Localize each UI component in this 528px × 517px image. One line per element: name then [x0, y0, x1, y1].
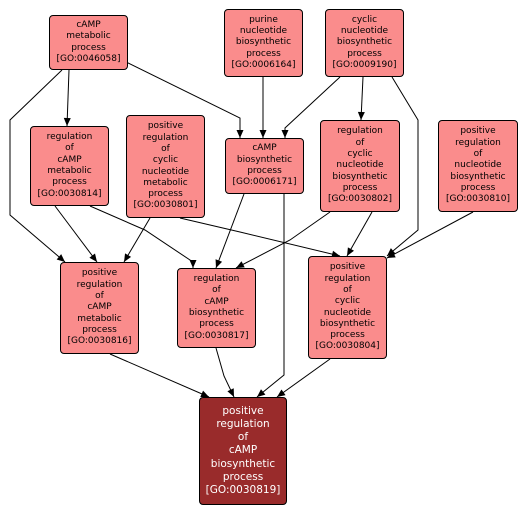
- go-node-regulation-of-camp-biosynthetic-process[interactable]: regulation of cAMP biosynthetic process …: [177, 268, 256, 348]
- edge-positive-regulation-of-cyclic-nucleotide-metabolic->positive-regulation-of-cAMP-metabolic: [123, 217, 151, 263]
- node-go-id: [GO:0006171]: [232, 177, 297, 188]
- arrowhead: [227, 388, 234, 397]
- arrowhead: [347, 247, 354, 256]
- edge-regulation-of-cAMP-metabolic->regulation-of-cAMP-biosynthetic: [89, 205, 197, 268]
- arrowhead: [236, 130, 244, 138]
- arrowhead: [281, 130, 289, 138]
- arrowhead: [277, 389, 286, 397]
- node-label: positive regulation of cyclic nucleotide…: [319, 262, 376, 341]
- node-label: cAMP metabolic process: [66, 19, 111, 53]
- node-label: purine nucleotide biosynthetic process: [235, 14, 292, 59]
- edge-cyclic-nucleotide-biosynthetic->regulation-of-cyclic-nucleotide-biosynthetic: [357, 76, 365, 121]
- arrowhead: [215, 259, 223, 268]
- node-go-id: [GO:0046058]: [56, 53, 121, 64]
- node-go-id: [GO:0030816]: [67, 336, 132, 347]
- arrowhead: [189, 260, 197, 268]
- node-go-id: [GO:0030801]: [133, 200, 198, 211]
- node-go-id: [GO:0006164]: [231, 59, 296, 70]
- edge-cyclic-nucleotide-biosynthetic->cAMP-biosynthetic: [281, 76, 341, 138]
- arrowhead: [387, 251, 396, 258]
- node-label: positive regulation of nucleotide biosyn…: [450, 126, 506, 193]
- edge-regulation-of-cyclic-nucleotide-biosynthetic->positive-regulation-of-cyclic-nucleotide-biosynthetic: [346, 211, 373, 257]
- edge-positive-regulation-of-nucleotide-biosynthetic->positive-regulation-of-cyclic-nucleotide-biosynthetic: [386, 211, 474, 259]
- node-go-id: [GO:0030804]: [315, 341, 380, 352]
- arrowhead: [357, 111, 365, 120]
- arrowhead: [200, 390, 209, 398]
- node-go-id: [GO:0030817]: [184, 330, 249, 341]
- arrowhead: [259, 130, 267, 138]
- edge-cAMP-biosynthetic->regulation-of-cAMP-biosynthetic: [215, 193, 245, 269]
- go-node-cyclic-nucleotide-biosynthetic-process[interactable]: cyclic nucleotide biosynthetic process […: [325, 9, 404, 77]
- go-node-regulation-of-cyclic-nucleotide-biosynthetic-process[interactable]: regulation of cyclic nucleotide biosynth…: [320, 120, 400, 212]
- arrowhead: [63, 117, 71, 126]
- edge-purine-nucleotide-biosynthetic->cAMP-biosynthetic: [259, 77, 267, 138]
- go-node-positive-regulation-of-camp-metabolic-process[interactable]: positive regulation of cAMP metabolic pr…: [60, 262, 139, 354]
- node-go-id: [GO:0030802]: [327, 194, 393, 205]
- edge-cAMP-metabolic->cAMP-biosynthetic: [125, 61, 244, 138]
- edge-regulation-of-cAMP-metabolic->positive-regulation-of-cAMP-metabolic: [54, 205, 98, 263]
- arrowhead: [56, 254, 65, 262]
- go-node-regulation-of-camp-metabolic-process[interactable]: regulation of cAMP metabolic process [GO…: [30, 126, 109, 206]
- node-go-id: [GO:0030810]: [445, 194, 511, 205]
- node-label: cAMP biosynthetic process: [236, 143, 293, 176]
- node-go-id: [GO:0009190]: [332, 59, 397, 70]
- go-node-positive-regulation-of-cyclic-nucleotide-biosynthetic-process[interactable]: positive regulation of cyclic nucleotide…: [308, 256, 387, 359]
- node-label: positive regulation of cAMP metabolic pr…: [76, 268, 123, 335]
- arrowhead: [257, 389, 266, 397]
- arrowhead: [331, 250, 340, 258]
- edge-positive-regulation-of-cAMP-metabolic->positive-regulation-of-cAMP-biosynthetic: [109, 353, 210, 398]
- edge-cAMP-metabolic->regulation-of-cAMP-metabolic: [63, 69, 71, 127]
- edge-cAMP-metabolic->positive-regulation-of-cAMP-metabolic: [9, 69, 66, 263]
- go-node-purine-nucleotide-biosynthetic-process[interactable]: purine nucleotide biosynthetic process […: [224, 9, 303, 77]
- node-label: regulation of cyclic nucleotide biosynth…: [332, 126, 388, 193]
- node-label: regulation of cAMP metabolic process: [46, 132, 93, 188]
- go-node-positive-regulation-of-cyclic-nucleotide-metabolic-process[interactable]: positive regulation of cyclic nucleotide…: [126, 115, 205, 218]
- node-label: positive regulation of cAMP biosynthetic…: [210, 404, 276, 483]
- node-label: regulation of cAMP biosynthetic process: [188, 274, 245, 330]
- go-node-positive-regulation-of-camp-biosynthetic-process[interactable]: positive regulation of cAMP biosynthetic…: [199, 397, 287, 505]
- go-node-camp-biosynthetic-process[interactable]: cAMP biosynthetic process [GO:0006171]: [225, 138, 304, 194]
- edge-positive-regulation-of-cyclic-nucleotide-metabolic->positive-regulation-of-cyclic-nucleotide-biosynthetic: [179, 217, 341, 258]
- arrowhead: [89, 253, 97, 262]
- node-label: cyclic nucleotide biosynthetic process: [336, 14, 393, 59]
- node-go-id: [GO:0030814]: [37, 188, 102, 199]
- edge-regulation-of-cAMP-biosynthetic->positive-regulation-of-cAMP-biosynthetic: [215, 347, 235, 398]
- edge-positive-regulation-of-cyclic-nucleotide-biosynthetic->positive-regulation-of-cAMP-biosynthetic: [276, 358, 331, 398]
- node-go-id: [GO:0030819]: [205, 484, 281, 496]
- arrowhead: [236, 261, 245, 268]
- go-node-camp-metabolic-process[interactable]: cAMP metabolic process [GO:0046058]: [49, 15, 128, 70]
- edge-cAMP-biosynthetic->positive-regulation-of-cAMP-biosynthetic: [256, 194, 285, 398]
- edge-regulation-of-cyclic-nucleotide-biosynthetic->regulation-of-cAMP-biosynthetic: [235, 211, 331, 269]
- node-label: positive regulation of cyclic nucleotide…: [141, 121, 190, 200]
- arrowhead: [124, 253, 132, 262]
- go-node-positive-regulation-of-nucleotide-biosynthetic-process[interactable]: positive regulation of nucleotide biosyn…: [438, 120, 518, 212]
